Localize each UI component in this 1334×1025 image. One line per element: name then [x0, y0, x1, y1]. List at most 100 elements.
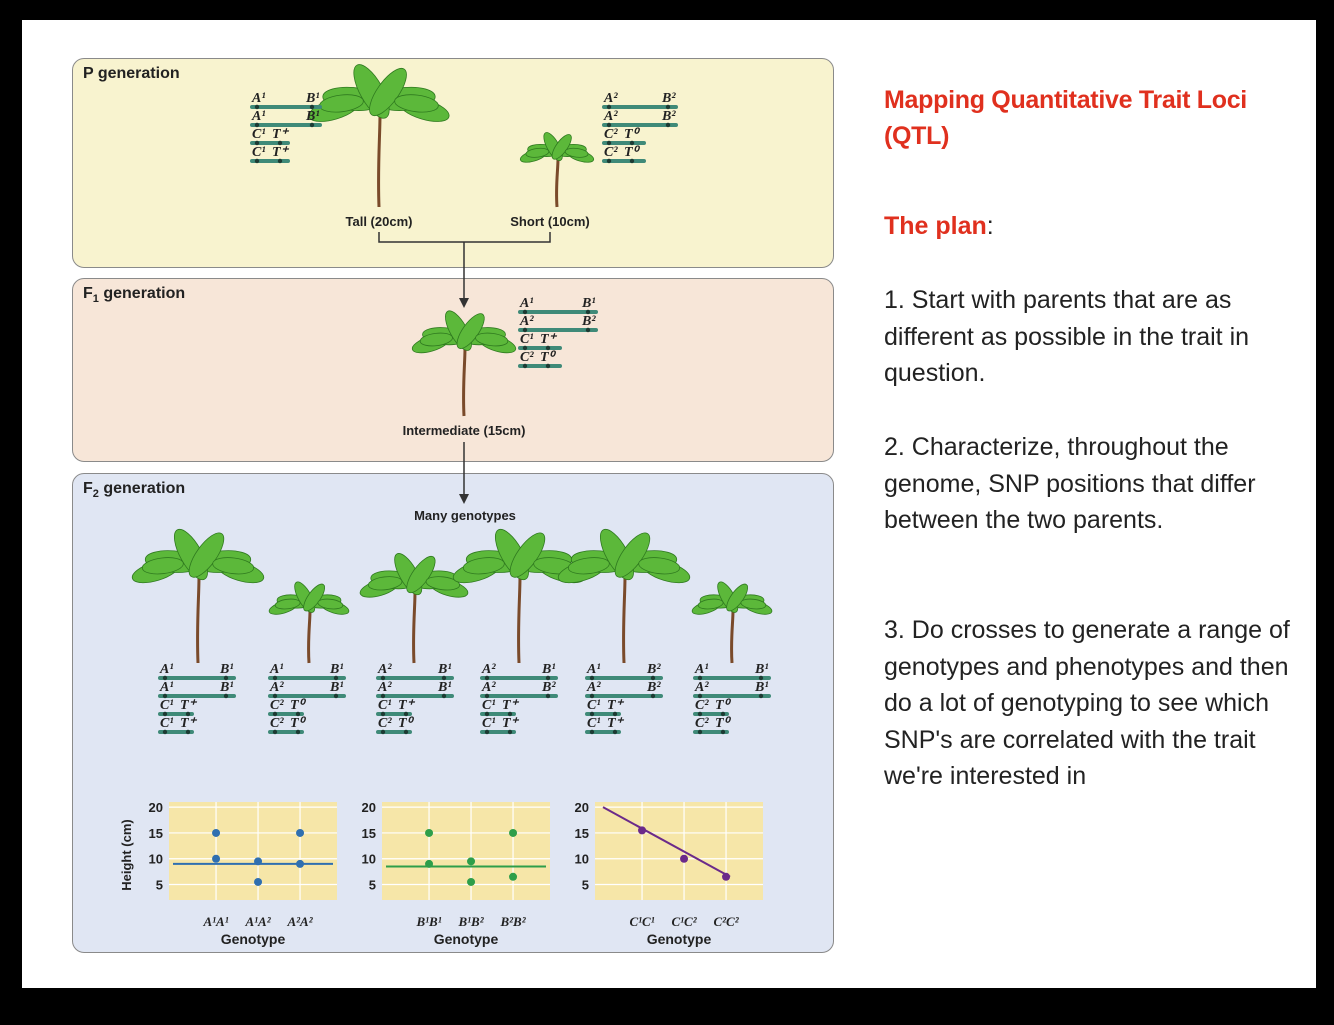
x-tick-label: C¹C¹ — [629, 914, 654, 929]
allele-label: T⁺ — [272, 145, 290, 160]
plant-leaf — [419, 332, 453, 347]
allele-label: B¹ — [437, 662, 452, 677]
allele-label: B¹ — [219, 680, 234, 695]
f2-label-main: F — [83, 480, 93, 497]
chromosome-bar — [693, 694, 771, 698]
allele-label: A² — [603, 109, 618, 124]
f1-plant — [411, 310, 517, 417]
plan-step-1: 1. Start with parents that are as differ… — [884, 286, 1250, 387]
chromosome-bar — [376, 712, 412, 716]
chromosome-bar — [602, 123, 678, 127]
marker-dot — [522, 363, 528, 369]
allele-label: C¹ — [252, 127, 266, 142]
allele-label: T⁰ — [624, 127, 641, 142]
y-tick-label: 5 — [582, 878, 589, 893]
f2-label-sub: 2 — [92, 488, 99, 501]
tall-caption: Tall (20cm) — [346, 214, 413, 229]
p-to-f1-arrowhead — [459, 298, 469, 308]
allele-label: T⁰ — [290, 698, 307, 713]
data-point — [254, 877, 263, 886]
allele-label: B¹ — [329, 680, 344, 695]
marker-dot — [612, 729, 618, 735]
allele-label: B¹ — [219, 662, 234, 677]
y-tick-label: 20 — [149, 800, 163, 815]
marker-dot — [277, 158, 283, 164]
allele-label: C¹ — [252, 145, 266, 160]
plant-leaf — [462, 557, 505, 575]
x-axis-label: Genotype — [647, 931, 712, 947]
allele-label: B¹ — [437, 680, 452, 695]
y-tick-label: 10 — [149, 852, 163, 867]
marker-dot — [254, 104, 260, 110]
marker-dot — [272, 693, 278, 699]
marker-dot — [380, 711, 386, 717]
cross-bracket — [378, 232, 551, 243]
marker-dot — [720, 729, 726, 735]
allele-label: A¹ — [519, 296, 534, 311]
y-axis-label: Height (cm) — [119, 819, 134, 891]
plant-leaf — [564, 147, 589, 158]
marker-dot — [545, 693, 551, 699]
allele-label: T⁰ — [398, 716, 415, 731]
marker-dot — [545, 345, 551, 351]
marker-dot — [309, 104, 315, 110]
y-tick-label: 5 — [156, 878, 163, 893]
allele-label: T⁺ — [607, 716, 625, 731]
f1-generation-panel: F1 generation — [72, 278, 834, 462]
marker-dot — [333, 693, 339, 699]
allele-label: C² — [520, 350, 534, 365]
allele-label: B¹ — [754, 680, 769, 695]
f2-plant — [131, 528, 265, 664]
allele-label: C² — [604, 145, 618, 160]
plan-colon: : — [986, 212, 994, 240]
x-tick-label: A¹A¹ — [202, 914, 228, 929]
marker-dot — [403, 711, 409, 717]
chromosome-bar — [250, 123, 322, 127]
chromosome-bar — [518, 364, 562, 368]
allele-label: T⁺ — [540, 332, 558, 347]
f1-label-sub: 1 — [92, 293, 99, 306]
chromosome-bar — [158, 730, 194, 734]
marker-dot — [254, 158, 260, 164]
tall-parent-plant — [308, 64, 450, 208]
allele-label: A² — [586, 680, 601, 695]
x-axis-label: Genotype — [221, 931, 286, 947]
marker-dot — [295, 711, 301, 717]
chromosome-bar — [585, 730, 621, 734]
marker-dot — [484, 711, 490, 717]
f2-generation-label: F2 generation — [83, 480, 185, 500]
y-tick-label: 10 — [362, 852, 376, 867]
marker-dot — [589, 711, 595, 717]
allele-label: T⁰ — [624, 145, 641, 160]
trend-line — [602, 806, 731, 878]
chart-plot-area — [169, 802, 337, 900]
chromosome-bar — [158, 676, 236, 680]
allele-label: A¹ — [694, 662, 709, 677]
marker-dot — [380, 675, 386, 681]
allele-label: A² — [377, 680, 392, 695]
plant-leaf — [697, 598, 724, 610]
y-tick-label: 20 — [362, 800, 376, 815]
marker-dot — [606, 158, 612, 164]
marker-dot — [650, 675, 656, 681]
chromosome-bar — [585, 676, 663, 680]
allele-label: B² — [646, 662, 661, 677]
chromosome-bar — [585, 712, 621, 716]
f2-plant — [557, 528, 691, 664]
marker-dot — [720, 711, 726, 717]
allele-label: C¹ — [160, 698, 174, 713]
marker-dot — [507, 711, 513, 717]
allele-label: T⁰ — [715, 698, 732, 713]
p-generation-label: P generation — [83, 65, 180, 82]
data-point — [296, 859, 305, 868]
allele-label: A² — [481, 680, 496, 695]
plant-leaf — [425, 576, 461, 591]
marker-dot — [484, 693, 490, 699]
chromosome-bar — [268, 694, 346, 698]
allele-label: A¹ — [269, 662, 284, 677]
allele-label: T⁰ — [540, 350, 557, 365]
marker-dot — [545, 675, 551, 681]
